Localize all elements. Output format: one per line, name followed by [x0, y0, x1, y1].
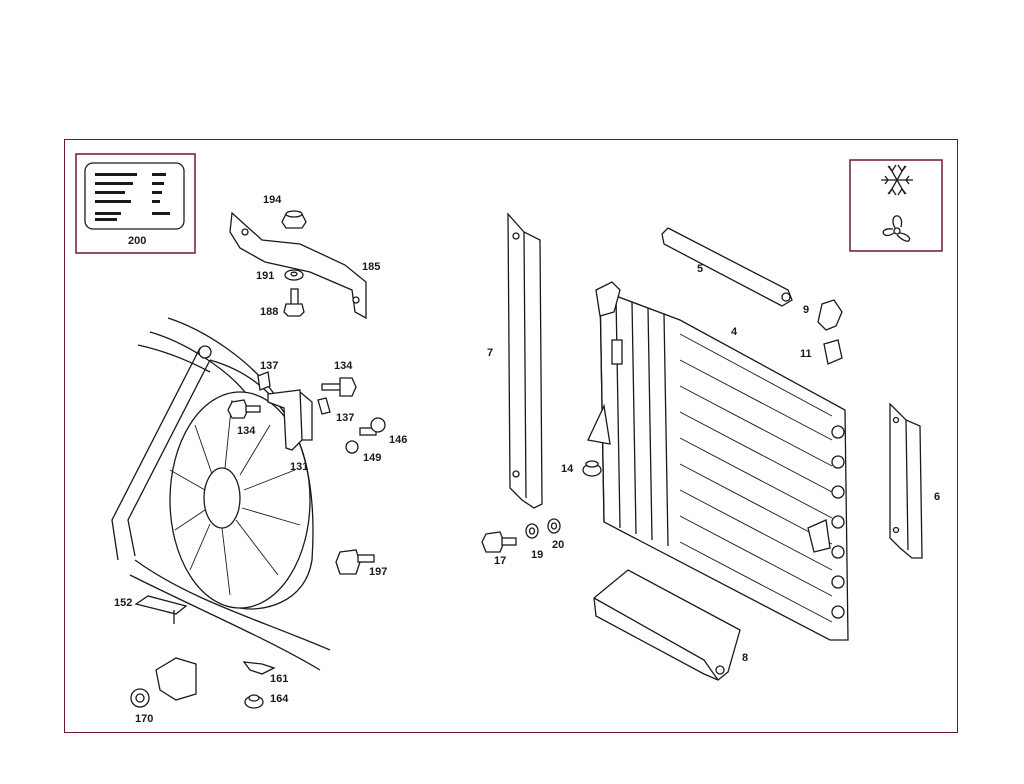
label-137-b: 137 [336, 412, 354, 424]
part-164-grommet[interactable] [244, 694, 264, 709]
label-170: 170 [135, 713, 153, 725]
part-7-side-panel[interactable] [507, 212, 543, 509]
part-6-side-panel[interactable] [889, 402, 923, 559]
label-134-b: 134 [237, 425, 256, 437]
label-17: 17 [494, 555, 506, 567]
part-131-fan-bracket[interactable] [267, 389, 313, 451]
snowflake-icon [881, 164, 913, 196]
label-185: 185 [362, 261, 380, 273]
part-152-bracket[interactable] [134, 595, 188, 624]
label-191: 191 [256, 270, 274, 282]
symbol-box [849, 159, 943, 252]
part-161-clip[interactable] [242, 661, 276, 675]
part-14-grommet[interactable] [582, 460, 602, 477]
label-164: 164 [270, 693, 289, 705]
label-146: 146 [389, 434, 407, 446]
label-6: 6 [934, 491, 940, 503]
part-149-washer[interactable] [345, 440, 359, 454]
part-20-washer[interactable] [547, 518, 561, 534]
part-19-washer[interactable] [525, 523, 539, 539]
part-5-top-seal[interactable] [661, 227, 793, 307]
label-11: 11 [800, 348, 812, 360]
label-7: 7 [487, 347, 493, 359]
label-152: 152 [114, 597, 132, 609]
label-188: 188 [260, 306, 278, 318]
part-185-bracket[interactable] [229, 211, 367, 320]
part-17-bolt[interactable] [481, 531, 517, 553]
part-146-bolt[interactable] [359, 417, 386, 436]
label-149: 149 [363, 452, 381, 464]
label-194: 194 [263, 194, 282, 206]
part-194-nut[interactable] [281, 210, 307, 229]
part-200-label-sheet[interactable] [75, 153, 196, 254]
part-191-washer[interactable] [284, 269, 304, 281]
part-11-rubber-mount[interactable] [823, 339, 843, 365]
label-131: 131 [290, 461, 308, 473]
part-9-clip[interactable] [817, 299, 843, 331]
label-4: 4 [731, 326, 738, 338]
fan-shroud[interactable] [111, 317, 331, 671]
part-134-bolt-a[interactable] [321, 377, 357, 397]
label-134-a: 134 [334, 360, 353, 372]
part-137-clip-b[interactable] [317, 397, 331, 415]
fan-icon [882, 215, 911, 242]
label-161: 161 [270, 673, 288, 685]
label-20: 20 [552, 539, 564, 551]
part-170-bracket[interactable] [130, 657, 197, 708]
label-19: 19 [531, 549, 543, 561]
label-137-a: 137 [260, 360, 278, 372]
diagram-frame [64, 139, 958, 733]
part-137-clip-a[interactable] [257, 371, 271, 391]
label-14: 14 [561, 463, 574, 475]
part-188-bolt[interactable] [283, 288, 305, 317]
label-9: 9 [803, 304, 809, 316]
label-5: 5 [697, 263, 703, 275]
part-8-bottom-seal[interactable] [593, 569, 741, 681]
label-200: 200 [128, 235, 146, 247]
label-197: 197 [369, 566, 387, 578]
label-8: 8 [742, 652, 748, 664]
part-134-bolt-b[interactable] [227, 399, 261, 419]
part-197-bolt[interactable] [335, 549, 375, 575]
part-4-condenser[interactable] [587, 281, 849, 641]
